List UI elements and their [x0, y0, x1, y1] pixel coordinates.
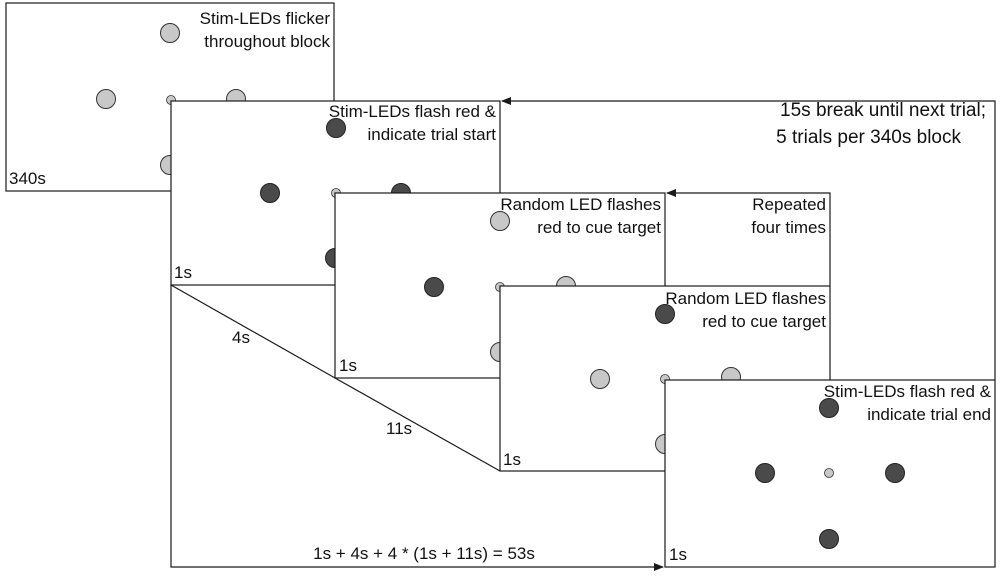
panel-cue-2-caption-line1: Random LED flashes [665, 289, 826, 308]
panel-cue-1-caption-line1: Random LED flashes [500, 195, 661, 214]
panel-block-caption-line1: Stim-LEDs flicker [200, 9, 331, 28]
panel-trial-start-caption-line1: Stim-LEDs flash red & [329, 102, 497, 121]
stim-led-left-cued [424, 277, 444, 297]
panel-block-caption-line2: throughout block [204, 32, 330, 51]
repeat-loop-arrow [666, 189, 831, 286]
interval-line-4s [170, 284, 336, 379]
panel-trial-start-duration: 1s [174, 263, 192, 282]
panel-trial-end-caption-line2: indicate trial end [867, 405, 991, 424]
stim-led-top [490, 211, 510, 231]
interval-line-11s [334, 377, 501, 472]
panel-trial-end-caption-line1: Stim-LEDs flash red & [824, 382, 992, 401]
interval-label-11s: 11s [386, 419, 412, 438]
stim-led-left [96, 89, 116, 109]
break-loop-arrow [501, 97, 996, 380]
panel-cue-2-caption-line2: red to cue target [702, 312, 826, 331]
stim-led-top-cued [655, 304, 675, 324]
panel-cue-1-caption-line2: red to cue target [537, 218, 661, 237]
stim-led-left [755, 463, 775, 483]
panel-cue-1-duration: 1s [339, 356, 357, 375]
stim-led-left [590, 369, 610, 389]
interval-label-4s: 4s [232, 328, 250, 347]
panel-trial-start-caption-line2: indicate trial start [368, 125, 497, 144]
break-note-line2: 5 trials per 340s block [776, 127, 961, 148]
stim-led-bottom [819, 529, 839, 549]
panel-trial-end-duration: 1s [669, 545, 687, 564]
total-duration-arrow [170, 285, 664, 571]
stim-led-top [160, 23, 180, 43]
total-duration-formula: 1s + 4s + 4 * (1s + 11s) = 53s [313, 544, 535, 563]
panel-trial-end: Stim-LEDs flash red & indicate trial end… [664, 379, 996, 568]
stim-led-left [260, 183, 280, 203]
stim-led-top [326, 118, 346, 138]
fixation-led [824, 468, 834, 478]
panel-cue-2-duration: 1s [503, 450, 521, 469]
stim-led-right [885, 463, 905, 483]
break-note-line1: 15s break until next trial; [780, 100, 986, 121]
repeat-note-line2: four times [751, 218, 826, 237]
panel-block-duration: 340s [9, 169, 46, 188]
stim-led-top [819, 398, 839, 418]
repeat-note-line1: Repeated [752, 195, 826, 214]
